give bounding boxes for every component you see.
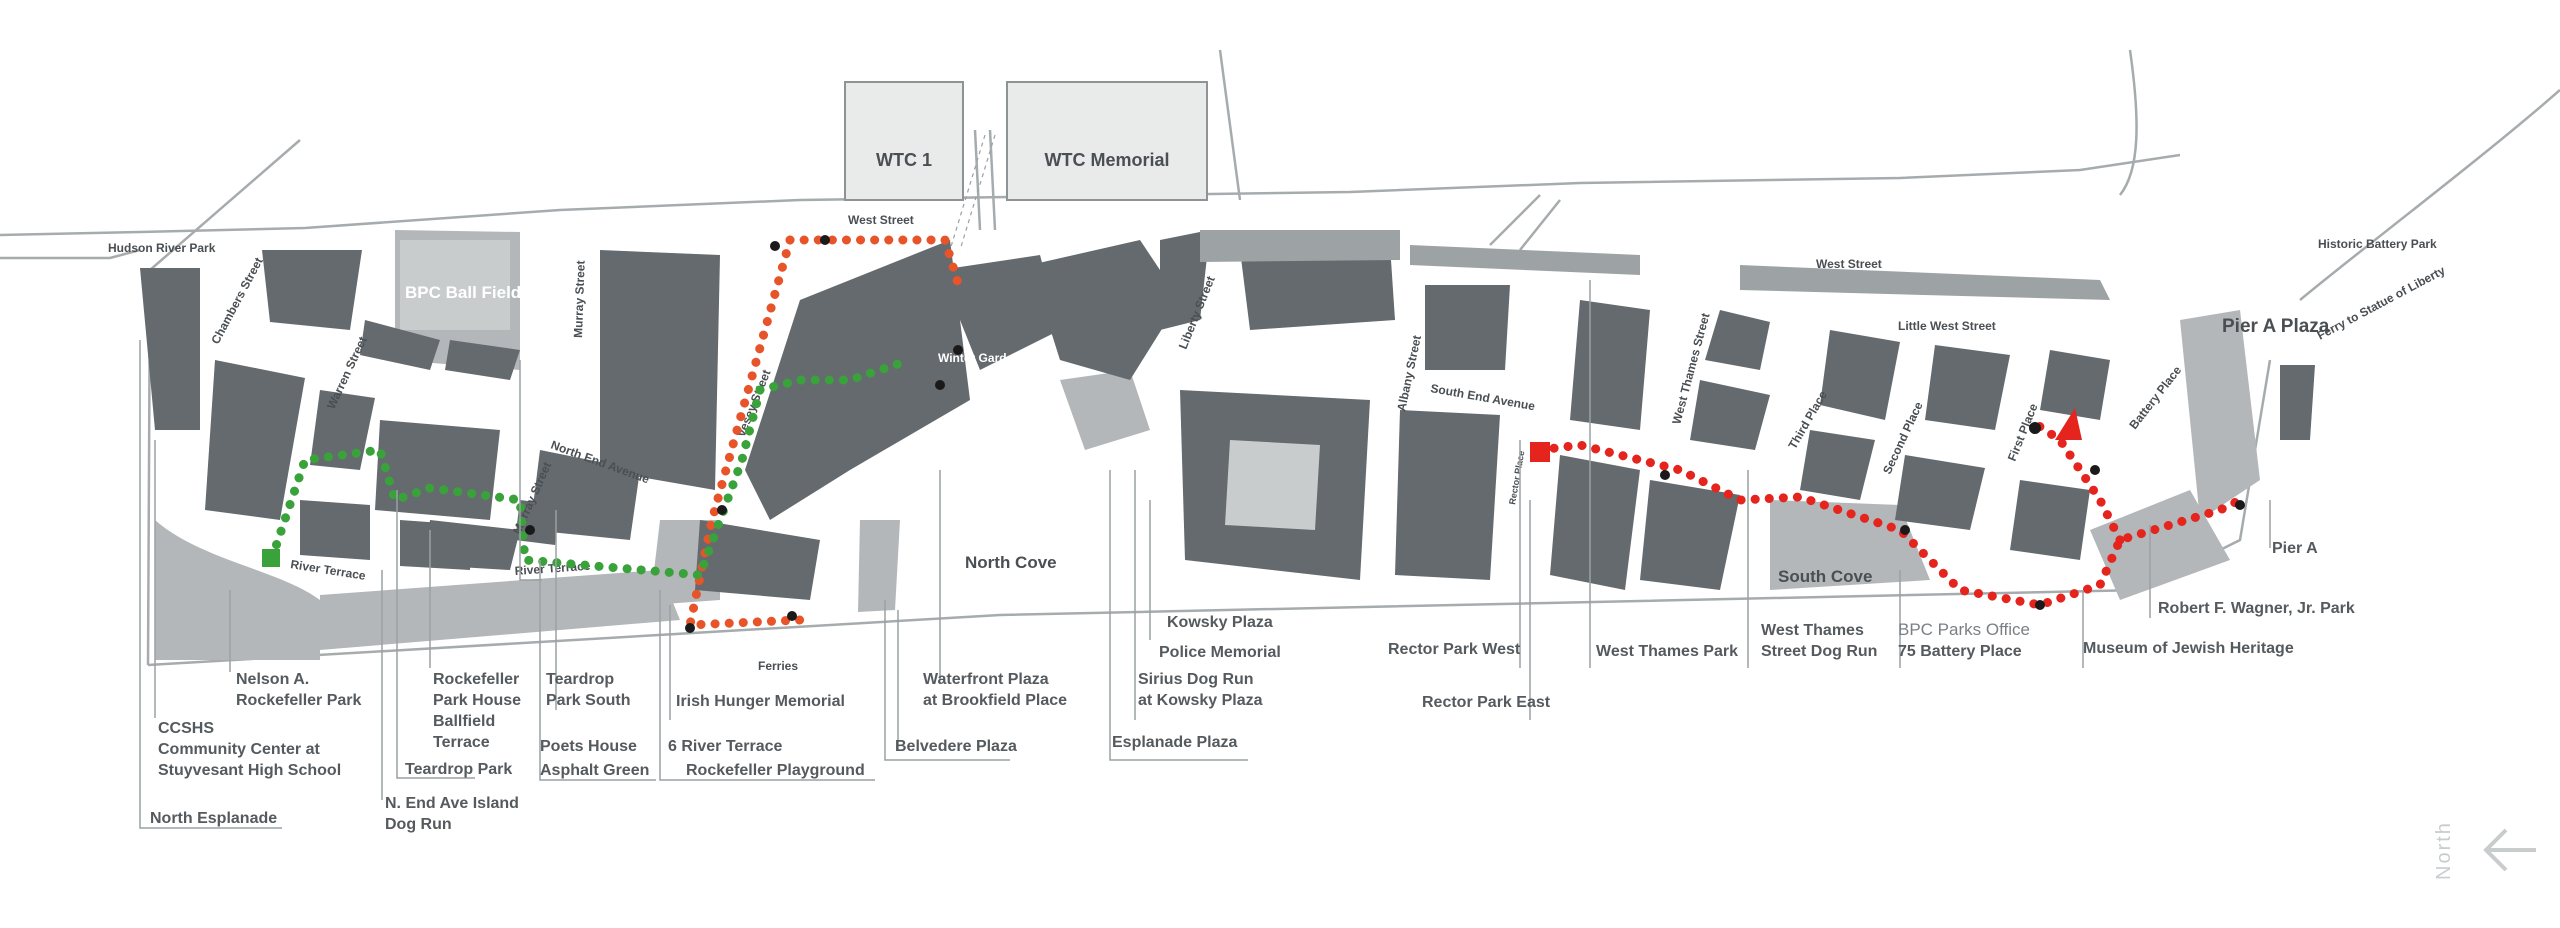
asphalt-green-label: Asphalt Green <box>540 762 649 779</box>
place-labels: North Esplanade CCSHS Community Center a… <box>150 540 2355 833</box>
red-route-start-marker <box>1530 442 1550 462</box>
north-arrow-icon <box>2483 828 2536 872</box>
rockefeller-park-house-label: Rockefeller Park House <box>433 671 524 709</box>
south-end-avenue-label: South End Avenue <box>1429 381 1536 413</box>
west-street-label-1: West Street <box>848 213 914 227</box>
north-label: North <box>2433 821 2455 880</box>
west-street-label-2: West Street <box>1816 257 1882 271</box>
ferries-label: Ferries <box>758 659 798 673</box>
river-terrace-label-1: River Terrace <box>290 557 367 583</box>
west-thames-park-label: West Thames Park <box>1596 643 1738 660</box>
winter-garden-label: Winter Garden <box>938 351 1021 365</box>
museum-jewish-heritage-label: Museum of Jewish Heritage <box>2083 640 2294 657</box>
ccshs-line-1: CCSHS <box>158 720 214 737</box>
park-areas <box>155 230 2260 660</box>
chambers-street-label: Chambers Street <box>208 255 265 346</box>
winter-garden-text: Winter Garden <box>938 351 1021 365</box>
wtc1-box <box>844 81 964 201</box>
rockefeller-playground-label: Rockefeller Playground <box>686 762 865 779</box>
south-cove-area <box>1770 500 1930 590</box>
ball-fields-inner <box>400 240 510 330</box>
wtc-memorial-box <box>1006 81 1208 201</box>
police-memorial-label: Police Memorial <box>1159 644 1281 661</box>
waterfront-plaza-label: Waterfront Plaza at Brookfield Place <box>923 671 1067 709</box>
sirius-dog-run-label: Sirius Dog Run at Kowsky Plaza <box>1138 671 1263 709</box>
esplanade-plaza-label: Esplanade Plaza <box>1112 734 1237 751</box>
battery-place-label: Battery Place <box>2126 363 2184 432</box>
bpc-parks-office-label: BPC Parks Office <box>1898 620 2030 639</box>
rector-park-east-label: Rector Park East <box>1422 694 1551 711</box>
red-route <box>1535 415 2245 610</box>
ballfield-terrace-label: Ballfield Terrace <box>433 713 500 751</box>
pier-a-label: Pier A <box>2272 540 2318 557</box>
belvedere-plaza-label: Belvedere Plaza <box>895 738 1017 755</box>
battery-place-75-label: 75 Battery Place <box>1898 643 2022 660</box>
buildings <box>140 230 2315 600</box>
bpc-ball-fields-label: BPC Ball Fields <box>405 283 531 302</box>
teardrop-park-label: Teardrop Park <box>405 761 512 778</box>
wtc-boxes: WTC 1 WTC Memorial <box>844 81 1208 251</box>
red-triangle-marker <box>2055 408 2082 440</box>
poets-house-label: Poets House <box>540 738 637 755</box>
pier-a-plaza-area <box>2180 310 2260 520</box>
ccshs-line-3: Stuyvesant High School <box>158 762 341 779</box>
murray-street-label-1: Murray Street <box>571 260 588 338</box>
ferry-liberty-label: Ferry to Statue of Liberty <box>2315 263 2448 343</box>
green-route-start-marker <box>262 549 280 567</box>
wtc1-label: WTC 1 <box>876 150 932 170</box>
esplanade-north <box>320 570 680 650</box>
stops <box>525 235 2245 633</box>
orange-route <box>684 235 965 630</box>
pier-a-plaza-label: Pier A Plaza <box>2222 316 2330 337</box>
green-route-north <box>267 355 915 580</box>
nelson-a-rockefeller-park-label: Nelson A. Rockefeller Park <box>236 671 362 709</box>
dog-run-label: N. End Ave Island Dog Run <box>385 795 523 833</box>
rector-park-west-label: Rector Park West <box>1388 641 1521 658</box>
historic-battery-park-label: Historic Battery Park <box>2318 237 2437 251</box>
teardrop-park-south-label: Teardrop Park South <box>546 671 630 709</box>
hudson-river-park-label: Hudson River Park <box>108 241 216 255</box>
kowsky-plaza-label: Kowsky Plaza <box>1167 614 1273 631</box>
albany-street-label: Albany Street <box>1394 334 1424 413</box>
north-cove-label: North Cove <box>965 553 1057 572</box>
six-river-terrace-label: 6 River Terrace <box>668 738 783 755</box>
routes <box>262 235 2245 630</box>
wtc-memorial-label: WTC Memorial <box>1044 150 1169 170</box>
nelson-rockefeller-park-area <box>155 520 320 660</box>
leader-lines <box>139 280 2271 829</box>
little-west-street-label: Little West Street <box>1898 319 1996 333</box>
south-cove-label: South Cove <box>1778 567 1872 586</box>
north-esplanade-label: North Esplanade <box>150 810 277 827</box>
west-thames-dog-run-label: West Thames Street Dog Run <box>1761 622 1877 660</box>
ccshs-line-2: Community Center at <box>158 741 320 758</box>
wagner-park-label: Robert F. Wagner, Jr. Park <box>2158 600 2355 617</box>
rector-place-label: Rector Place <box>1507 450 1526 505</box>
irish-hunger-memorial-label: Irish Hunger Memorial <box>676 693 845 710</box>
ccshs-label: CCSHS Community Center at Stuyvesant Hig… <box>158 720 341 779</box>
